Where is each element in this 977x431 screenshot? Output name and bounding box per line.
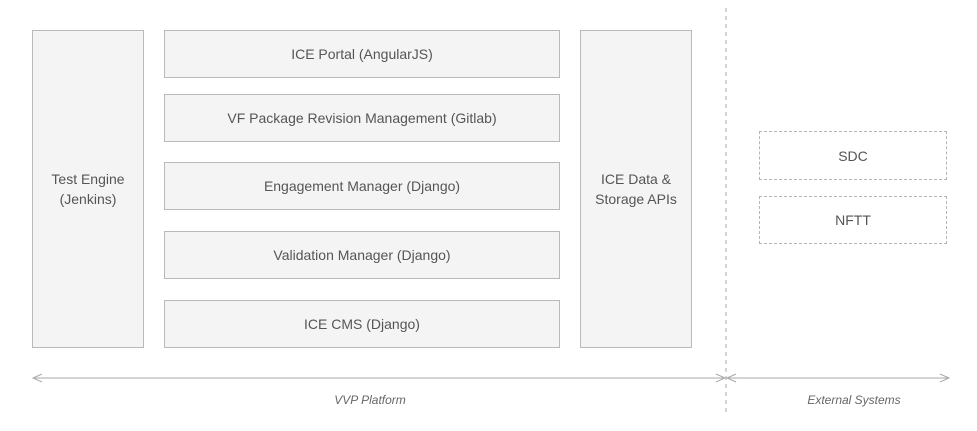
platform-span-arrow	[31, 373, 727, 383]
external-system-sdc: SDC	[759, 131, 947, 180]
stack-box-label: VF Package Revision Management (Gitlab)	[227, 110, 497, 126]
stack-box-label: ICE Portal (AngularJS)	[291, 46, 433, 62]
external-system-label: NFTT	[835, 212, 871, 228]
stack-box-validation-manager: Validation Manager (Django)	[164, 231, 560, 279]
stack-box-ice-portal: ICE Portal (AngularJS)	[164, 30, 560, 78]
external-systems-label: External Systems	[807, 393, 901, 407]
stack-box-label: Engagement Manager (Django)	[263, 178, 461, 194]
stack-box-ice-cms: ICE CMS (Django)	[164, 300, 560, 348]
external-span-arrow	[725, 373, 951, 383]
stack-box-label: ICE CMS (Django)	[304, 316, 420, 332]
platform-label: VVP Platform	[334, 393, 406, 407]
external-system-label: SDC	[838, 147, 868, 164]
test-engine-label: Test Engine (Jenkins)	[51, 171, 125, 207]
external-system-nftt: NFTT	[759, 196, 947, 244]
test-engine-box: Test Engine (Jenkins)	[32, 30, 144, 348]
stack-box-engagement-manager: Engagement Manager (Django)	[164, 162, 560, 210]
ice-data-storage-box: ICE Data & Storage APIs	[580, 30, 692, 348]
ice-data-storage-label: ICE Data & Storage APIs	[595, 171, 677, 207]
stack-box-vf-package: VF Package Revision Management (Gitlab)	[164, 94, 560, 142]
stack-box-label: Validation Manager (Django)	[273, 247, 451, 263]
